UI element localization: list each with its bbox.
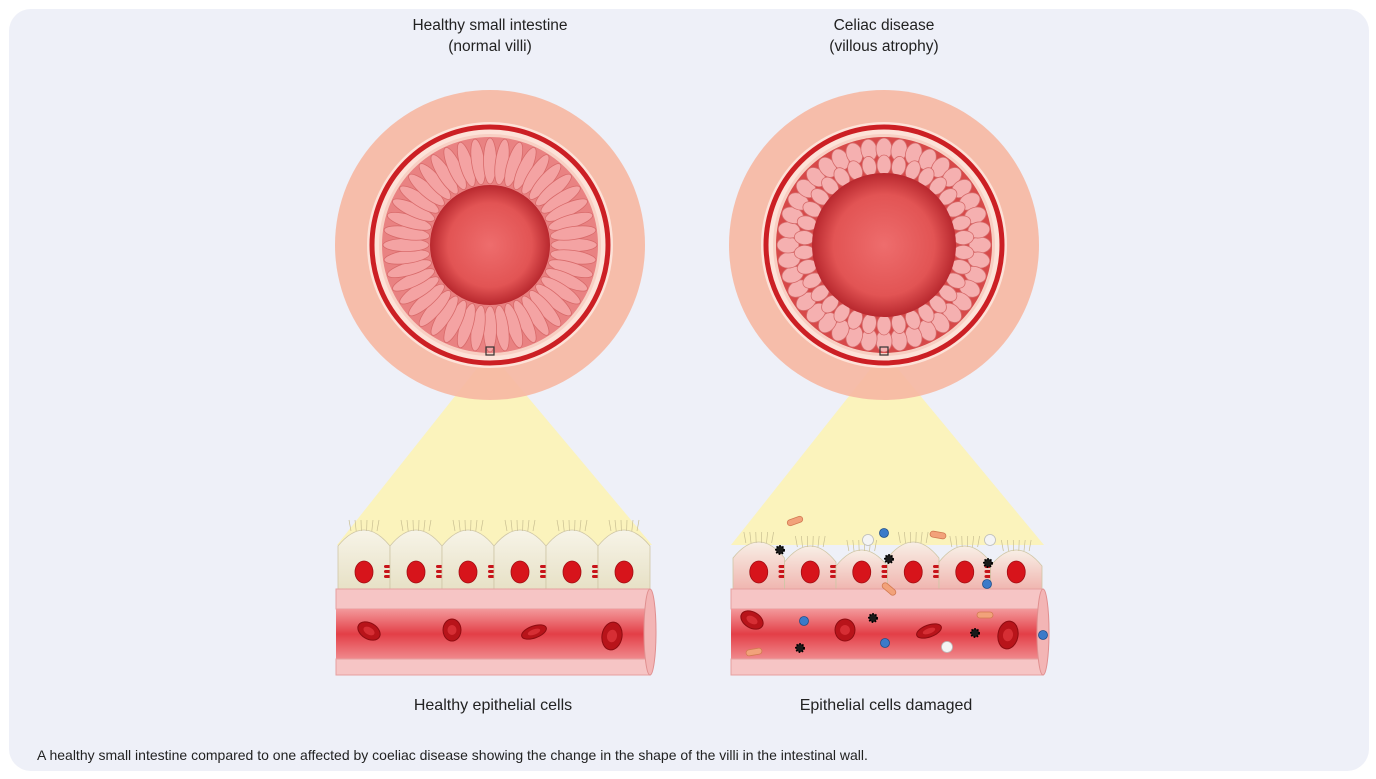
right-subtitle: (villous atrophy) <box>724 37 1044 57</box>
celiac-intestine-cross-section <box>729 90 1039 400</box>
left-bottom-label: Healthy epithelial cells <box>333 697 653 715</box>
left-title: Healthy small intestine <box>330 16 650 36</box>
left-blood-vessel <box>336 589 656 675</box>
healthy-epithelium-detail <box>336 520 656 675</box>
healthy-intestine-cross-section <box>335 90 645 400</box>
figure-caption: A healthy small intestine compared to on… <box>37 747 868 763</box>
right-title: Celiac disease <box>724 16 1044 36</box>
left-subtitle: (normal villi) <box>330 37 650 57</box>
right-bottom-label: Epithelial cells damaged <box>726 697 1046 715</box>
right-blood-vessel <box>731 589 1049 675</box>
